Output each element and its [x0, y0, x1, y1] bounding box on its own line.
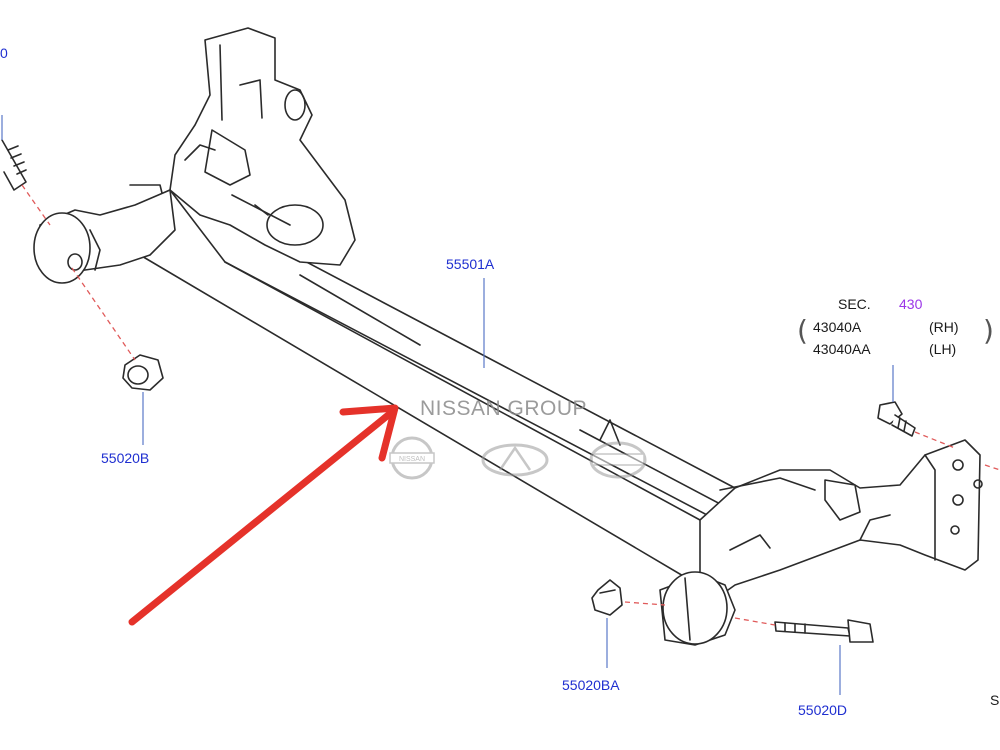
nissan-logo-icon: NISSAN: [389, 436, 435, 480]
section-number[interactable]: 430: [899, 296, 923, 312]
bracket-bolt: [877, 401, 916, 437]
left-nut: [122, 354, 164, 391]
partial-section-label: S: [990, 692, 1000, 708]
svg-text:NISSAN: NISSAN: [399, 456, 425, 463]
infiniti-logo-icon: [481, 443, 549, 477]
right-trailing-arm: [699, 439, 983, 611]
red-pointer-arrow: [128, 404, 399, 626]
datsun-logo-icon: [589, 441, 647, 479]
right-bracket-glyph: ): [983, 314, 994, 347]
leader-dashes: [21, 184, 1000, 626]
part-leaders: [1, 115, 894, 695]
right-nut: [591, 579, 623, 616]
torsion-beam: [139, 189, 771, 581]
section-part-rh: 43040A: [813, 319, 862, 335]
watermark-text: NISSAN GROUP: [420, 397, 588, 420]
watermark-logos: NISSAN: [389, 436, 647, 480]
top-left-bolt: [1, 139, 27, 191]
section-side-lh: (LH): [929, 341, 957, 357]
right-eye-bushing-housing: [659, 571, 736, 646]
section-side-rh: (RH): [929, 319, 959, 335]
section-prefix: SEC.: [838, 296, 871, 312]
left-eye-bushing-housing: [33, 189, 176, 284]
part-label-partial-top-left[interactable]: 0: [0, 45, 8, 61]
part-label-beam[interactable]: 55501A: [446, 256, 495, 272]
left-bracket-glyph: (: [797, 314, 808, 347]
long-bolt: [774, 619, 874, 643]
section-part-lh: 43040AA: [813, 341, 871, 357]
part-label-right-bushing[interactable]: 55020BA: [562, 677, 620, 693]
part-label-bolt[interactable]: 55020D: [798, 702, 848, 718]
part-label-left-bushing[interactable]: 55020B: [101, 450, 150, 466]
